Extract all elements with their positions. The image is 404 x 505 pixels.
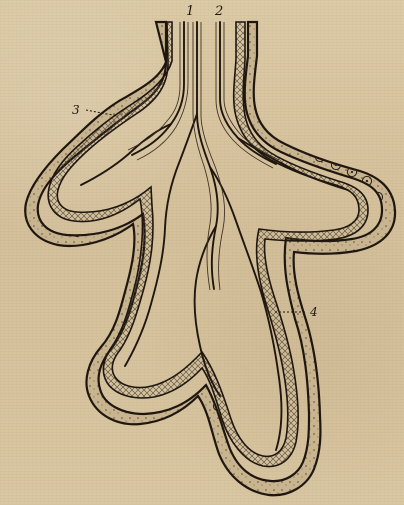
label-3: 3 — [72, 103, 80, 117]
outer-wall — [25, 22, 395, 495]
label-2: 2 — [214, 4, 223, 19]
label-4: 4 — [309, 305, 318, 319]
label-1: 1 — [186, 4, 194, 19]
